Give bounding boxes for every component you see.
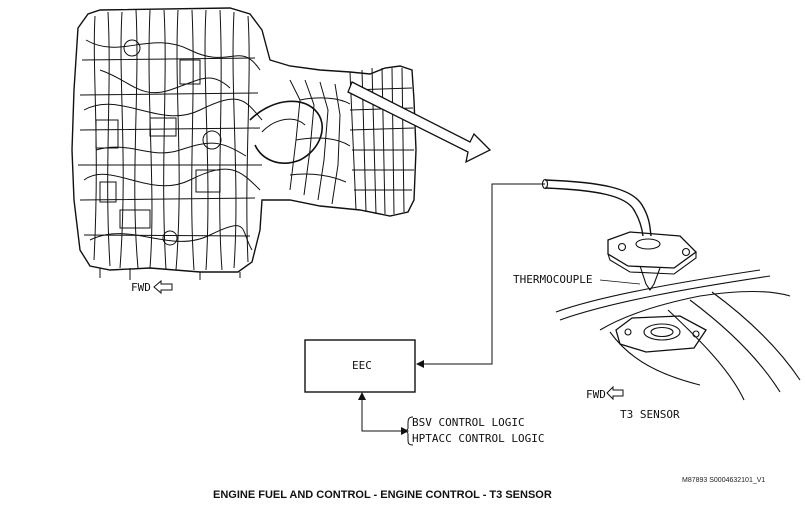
thermocouple-label: THERMOCOUPLE <box>513 273 592 286</box>
engine-illustration <box>71 7 417 280</box>
control-line <box>361 398 403 432</box>
figure-caption: ENGINE FUEL AND CONTROL - ENGINE CONTROL… <box>213 489 552 501</box>
fwd-arrow-icon <box>153 279 173 295</box>
hptacc-logic-label: HPTACC CONTROL LOGIC <box>412 432 544 445</box>
fwd-label-right: FWD <box>586 385 624 401</box>
wire-arrowhead <box>416 360 424 368</box>
fwd-arrow-icon <box>606 385 624 401</box>
fwd-text-left: FWD <box>131 281 151 294</box>
eec-box <box>304 339 416 393</box>
figure-id: M87893 S0004632101_V1 <box>682 477 765 484</box>
bsv-logic-label: BSV CONTROL LOGIC <box>412 416 525 429</box>
t3-sensor-label: T3 SENSOR <box>620 408 680 421</box>
t3-sensor-detail <box>541 178 801 401</box>
pointer-arrow <box>347 81 492 164</box>
control-arrowhead-up <box>358 392 366 400</box>
thermocouple-leader <box>599 279 641 285</box>
logic-brace <box>403 416 414 446</box>
eec-label: EEC <box>352 359 372 372</box>
fwd-label-left: FWD <box>131 279 173 295</box>
sensor-wire <box>423 183 545 365</box>
fwd-text-right: FWD <box>586 388 606 401</box>
